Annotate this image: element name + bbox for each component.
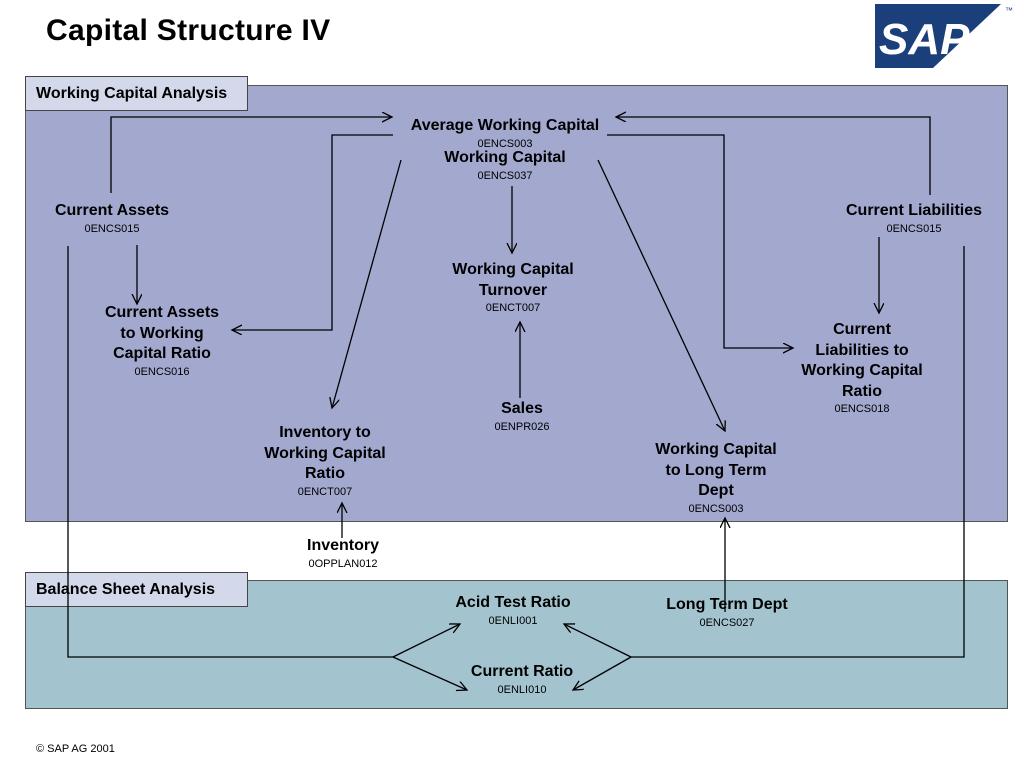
- arrow-left-to-acid-test: [392, 624, 460, 658]
- node-working-capital: Working Capital 0ENCS037: [444, 148, 566, 183]
- arrow-avg-wc-to-inventory-ratio: [332, 159, 402, 408]
- logo-trademark: ™: [1005, 6, 1013, 15]
- node-name: Current Assets: [54, 202, 170, 219]
- node-name-line: Current: [833, 321, 891, 338]
- node-sales: Sales 0ENPR026: [494, 399, 549, 434]
- node-name: Long Term Dept: [666, 596, 788, 613]
- node-name-line: Dept: [698, 482, 734, 499]
- node-inventory-to-wc-ratio: Inventory to Working Capital Ratio 0ENCT…: [264, 423, 386, 499]
- node-code: 0ENCT007: [297, 485, 353, 498]
- node-name-line: Inventory to: [279, 424, 371, 441]
- node-code: 0ENCS015: [84, 222, 140, 235]
- node-name-line: Ratio: [305, 465, 345, 482]
- node-name-line: to Working: [120, 324, 204, 342]
- arrow-right-to-current-ratio: [573, 656, 632, 690]
- node-name: Average Working Capital: [410, 117, 600, 134]
- node-current-liabilities: Current Liabilities 0ENCS015: [846, 201, 982, 236]
- arrow-avg-wc-to-cl-ratio: [607, 134, 793, 348]
- node-name-line: Capital Ratio: [113, 345, 211, 362]
- node-code: 0ENLI001: [488, 614, 538, 627]
- sap-logo: SAP ™: [875, 4, 1013, 68]
- node-name-line: Ratio: [842, 382, 882, 400]
- node-name-line: to Long Term: [665, 461, 767, 479]
- node-code: 0ENCS027: [699, 616, 755, 629]
- node-average-working-capital: Average Working Capital 0ENCS003: [411, 116, 600, 151]
- node-code: 0ENLI010: [497, 683, 547, 696]
- node-current-assets-to-wc-ratio: Current Assets to Working Capital Ratio …: [105, 303, 219, 379]
- node-working-capital-turnover: Working Capital Turnover 0ENCT007: [452, 260, 574, 315]
- arrow-right-to-acid-test: [564, 624, 632, 658]
- node-code: 0ENCS003: [688, 502, 744, 515]
- node-name-line: Turnover: [478, 281, 548, 299]
- line-current-liabilities-to-balance-sheet: [631, 246, 965, 658]
- node-wc-to-long-term-dept: Working Capital to Long Term Dept 0ENCS0…: [655, 440, 777, 516]
- balance-sheet-section-label: Balance Sheet Analysis: [25, 572, 248, 607]
- node-code: 0ENCS015: [886, 222, 942, 235]
- node-name-line: Working Capital: [801, 362, 923, 379]
- line-current-assets-to-balance-sheet: [67, 246, 393, 658]
- node-current-liabilities-to-wc-ratio: Current Liabilities to Working Capital R…: [801, 320, 923, 416]
- node-current-assets: Current Assets 0ENCS015: [55, 201, 169, 236]
- node-code: 0ENCT007: [485, 302, 541, 314]
- logo-shape: [875, 4, 1001, 68]
- arrow-wc-to-ltd-ratio: [597, 159, 725, 431]
- node-code: 0ENPR026: [494, 420, 550, 433]
- node-acid-test-ratio: Acid Test Ratio 0ENLI001: [455, 593, 570, 628]
- node-name-line: Working Capital: [452, 261, 574, 278]
- node-name: Sales: [501, 400, 543, 417]
- arrow-left-to-current-ratio: [392, 656, 467, 690]
- node-current-ratio: Current Ratio 0ENLI010: [471, 662, 573, 697]
- copyright-text: SAP AG 2001: [47, 743, 115, 755]
- copyright-footer: © SAP AG 2001: [36, 743, 115, 755]
- node-name-line: Current Assets: [104, 304, 220, 321]
- node-name: Inventory: [306, 537, 380, 554]
- arrow-current-liabilities-to-avg-wc: [616, 117, 931, 195]
- arrow-current-assets-to-avg-wc: [110, 117, 392, 193]
- node-name: Current Liabilities: [845, 202, 983, 219]
- working-capital-panel: [25, 85, 1008, 522]
- logo-text: SAP: [879, 15, 970, 64]
- node-name-line: Working Capital: [655, 441, 777, 458]
- node-code: 0ENCS003: [477, 137, 533, 150]
- node-inventory: Inventory 0OPPLAN012: [307, 536, 379, 571]
- node-long-term-dept: Long Term Dept 0ENCS027: [666, 595, 787, 630]
- node-code: 0OPPLAN012: [308, 557, 378, 570]
- arrow-avg-wc-to-ca-ratio: [232, 134, 393, 330]
- node-name-line: Liabilities to: [815, 341, 909, 359]
- node-name: Acid Test Ratio: [455, 594, 571, 611]
- node-name-line: Working Capital: [264, 444, 386, 462]
- page-title: Capital Structure IV: [46, 14, 331, 47]
- node-code: 0ENCS018: [834, 403, 890, 415]
- node-name: Working Capital: [444, 149, 566, 166]
- copyright-symbol: ©: [36, 743, 45, 755]
- node-code: 0ENCS037: [477, 169, 533, 182]
- node-code: 0ENCS016: [134, 365, 190, 378]
- working-capital-section-label: Working Capital Analysis: [25, 76, 248, 111]
- node-name: Current Ratio: [470, 663, 574, 680]
